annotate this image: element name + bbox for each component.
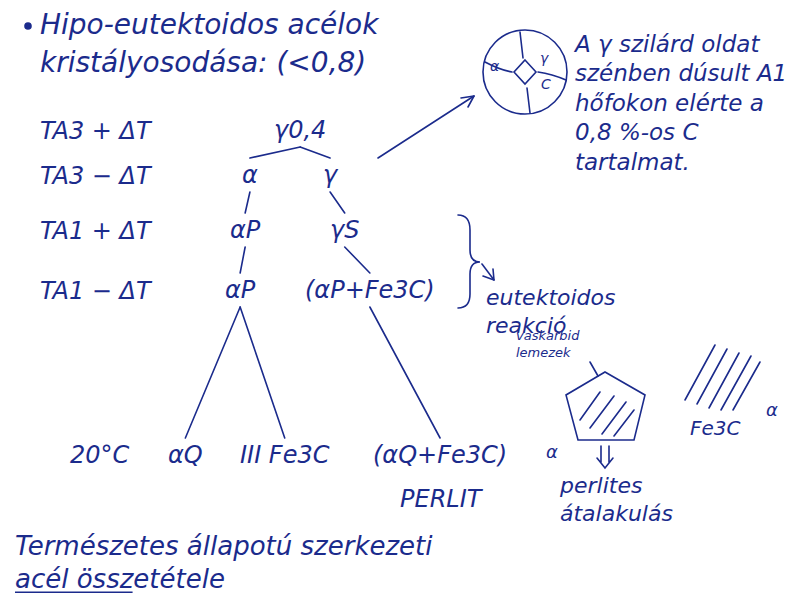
temperature: TA3 + ΔT	[40, 116, 151, 147]
part-note: vaskarbid lemezek	[516, 328, 596, 361]
phase-letter: C	[541, 76, 551, 94]
phase-text: αQ	[168, 441, 203, 469]
bottom-note-text: Természetes állapotú szerkezeti acél öss…	[15, 531, 433, 594]
connector-line	[300, 147, 330, 158]
phase-text: αP	[230, 216, 260, 244]
carbon-diamond	[514, 60, 536, 84]
phase-letter-text: γ	[540, 50, 548, 66]
phase-letter-text: C	[541, 76, 551, 92]
transformation-note-text: perlites átalakulás	[560, 473, 673, 526]
phase-letter-text: α	[490, 58, 499, 74]
bottom-note: Természetes állapotú szerkezeti acél öss…	[15, 530, 455, 597]
lamellae	[685, 345, 760, 410]
phase-letter: Fe3C	[690, 416, 741, 442]
connector	[240, 307, 285, 438]
pointer-line	[482, 264, 494, 280]
phase-text: (αQ+Fe3C)	[373, 441, 507, 469]
grain-pentagon	[566, 372, 645, 440]
structure-name-text: PERLIT	[400, 485, 481, 513]
phase-letter: α	[766, 398, 778, 421]
temperature-text: TA3 + ΔT	[40, 117, 151, 145]
phase-text: γ	[323, 161, 337, 189]
temperature-text: TA3 − ΔT	[40, 162, 151, 190]
tree-node: γ0,4	[270, 114, 330, 146]
phase-letter: γ	[540, 50, 548, 68]
temperature-text: 20°C	[70, 441, 129, 469]
connector	[370, 307, 440, 438]
explanation-note-text: A γ szilárd oldat szénben dúsult A1 hőfo…	[575, 31, 787, 175]
phase-letter-text: α	[766, 399, 778, 420]
part-note-text: vaskarbid lemezek	[516, 328, 579, 360]
temperature: TA1 − ΔT	[40, 276, 151, 307]
connector	[250, 147, 300, 158]
phase-letter-text: Fe3C	[690, 416, 741, 440]
phase-text: (αP+Fe3C)	[305, 276, 435, 304]
connector	[185, 307, 240, 438]
bracket	[458, 215, 480, 308]
transformation-note: perlites átalakulás	[560, 472, 730, 528]
grain-boundary	[485, 32, 566, 113]
connector	[240, 247, 245, 273]
tree-node: III Fe3C	[236, 439, 333, 471]
connector-line	[370, 307, 440, 438]
tree-node: γS	[326, 214, 363, 246]
connector-line	[345, 247, 370, 273]
explanation-note: A γ szilárd oldat szénben dúsult A1 hőfo…	[575, 30, 793, 177]
connector	[345, 247, 370, 273]
phase-letter-text: α	[546, 441, 558, 462]
tree-node: αP	[221, 274, 259, 306]
temperature: 20°C	[70, 440, 129, 471]
temperature: TA1 + ΔT	[40, 216, 151, 247]
phase-text: γ0,4	[274, 116, 326, 144]
connector-line	[245, 192, 250, 213]
temperature-text: TA1 + ΔT	[40, 217, 151, 245]
connector	[330, 192, 345, 213]
title-text: Hipo-eutektoidos acélok kristályosodása:…	[40, 8, 378, 79]
tree-node: αQ	[164, 439, 207, 471]
connector-line	[240, 247, 245, 273]
hatch	[580, 392, 634, 436]
phase-text: III Fe3C	[240, 441, 329, 469]
title: Hipo-eutektoidos acélok kristályosodása:…	[40, 6, 410, 82]
tree-node: αP	[226, 214, 264, 246]
phase-text: α	[242, 161, 258, 189]
phase-text: αP	[225, 276, 255, 304]
arrow-head	[483, 269, 494, 280]
temperature-text: TA1 − ΔT	[40, 277, 151, 305]
down-arrow	[597, 446, 613, 468]
structure-name: PERLIT	[400, 484, 481, 515]
leader-line	[590, 362, 598, 376]
phase-letter: α	[490, 58, 499, 76]
connector-line	[240, 307, 285, 438]
connector-line	[250, 147, 300, 158]
arrow-head	[461, 96, 474, 107]
tree-node: (αQ+Fe3C)	[369, 439, 511, 471]
phase-text: γS	[330, 216, 359, 244]
tree-node: γ	[319, 159, 341, 191]
temperature: TA3 − ΔT	[40, 161, 151, 192]
bullet	[25, 23, 31, 29]
connector-line	[185, 307, 240, 438]
tree-node: (αP+Fe3C)	[301, 274, 439, 306]
pointer-line	[378, 96, 474, 158]
grain-circle	[483, 30, 567, 114]
connector	[300, 147, 330, 158]
tree-node: α	[238, 159, 262, 191]
connector	[245, 192, 250, 213]
connector-line	[330, 192, 345, 213]
phase-letter: α	[546, 440, 558, 463]
